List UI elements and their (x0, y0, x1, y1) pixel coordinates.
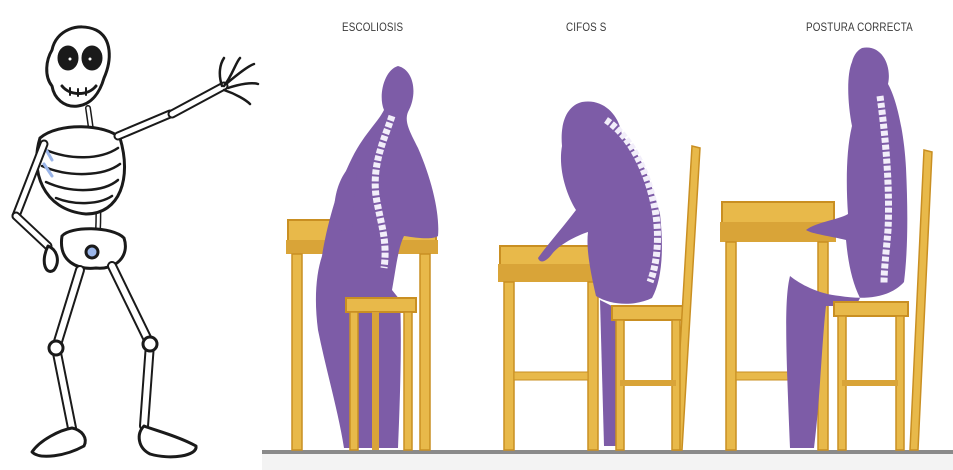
correct-posture-silhouette (720, 48, 932, 450)
label-correct-posture: POSTURA CORRECTA (806, 20, 913, 34)
label-kyphosis: CIFOS S (566, 20, 607, 34)
scoliosis-silhouette (286, 66, 438, 450)
label-scoliosis: ESCOLIOSIS (342, 20, 403, 34)
kyphosis-silhouette (498, 101, 700, 450)
